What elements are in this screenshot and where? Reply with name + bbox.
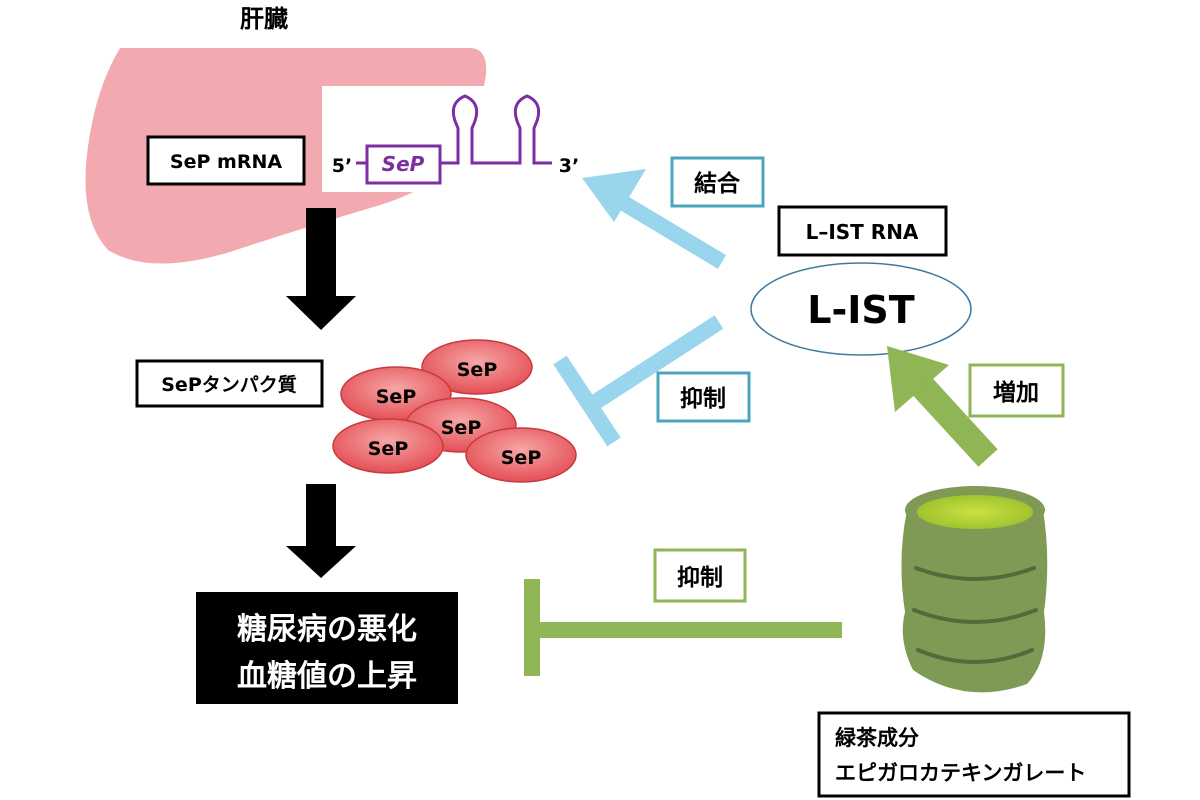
sep-molecule: SeP (332, 418, 444, 474)
sep-molecule-label: SeP (376, 386, 417, 408)
sep-molecule-label: SeP (368, 438, 409, 460)
bind-label: 結合 (694, 170, 741, 197)
increase-arrow (887, 346, 998, 467)
arrow-mrna-to-protein (286, 208, 356, 330)
l-ist-label: L-IST (807, 288, 914, 332)
sep-molecule-label: SeP (441, 417, 482, 439)
inhibit-disease-label: 抑制 (677, 565, 723, 591)
disease-outcome-line2: 血糖値の上昇 (237, 659, 417, 694)
sep-molecule: SeP (465, 427, 577, 483)
increase-label-box: 増加 (968, 363, 1065, 418)
l-ist-rna-box: L–IST RNA (777, 205, 948, 257)
sep-mrna-box: SeP mRNA (146, 135, 306, 186)
sep-molecule: SeP (421, 339, 533, 395)
green-tea-line2: エピガロカテキンガレート (835, 761, 1086, 785)
sep-protein-box: SePタンパク質 (135, 359, 324, 408)
sep-molecule-label: SeP (457, 359, 498, 381)
mrna-strand (356, 94, 552, 185)
green-tea-cup-icon (901, 486, 1048, 693)
inhibit-protein-label-box: 抑制 (656, 371, 751, 423)
l-ist-oval: L-IST (750, 262, 972, 356)
liver-label: 肝臓 (240, 5, 288, 33)
sep-molecules: SeP SeP SeP SeP SeP (332, 339, 577, 483)
sep-mrna-label: SeP mRNA (170, 151, 282, 173)
five-prime-label: 5’ (332, 155, 352, 177)
inhibit-protein-label: 抑制 (680, 386, 726, 412)
green-tea-component-box: 緑茶成分 エピガロカテキンガレート (817, 711, 1131, 798)
sep-gene-label: SeP (382, 152, 425, 176)
disease-outcome-line1: 糖尿病の悪化 (237, 612, 417, 647)
sep-molecule-label: SeP (501, 447, 542, 469)
inhibit-protein-line (553, 315, 724, 447)
bind-arrow (582, 169, 727, 269)
arrow-protein-to-disease (286, 484, 356, 578)
inhibit-disease-line (524, 579, 842, 676)
l-ist-rna-label: L–IST RNA (806, 220, 919, 244)
increase-label: 増加 (993, 379, 1039, 406)
sep-protein-label: SePタンパク質 (161, 373, 297, 396)
green-tea-line1: 緑茶成分 (835, 726, 919, 750)
three-prime-label: 3’ (559, 155, 579, 177)
disease-outcome-box: 糖尿病の悪化 血糖値の上昇 (196, 592, 458, 704)
inhibit-disease-label-box: 抑制 (653, 548, 747, 603)
bind-label-box: 結合 (670, 156, 765, 208)
